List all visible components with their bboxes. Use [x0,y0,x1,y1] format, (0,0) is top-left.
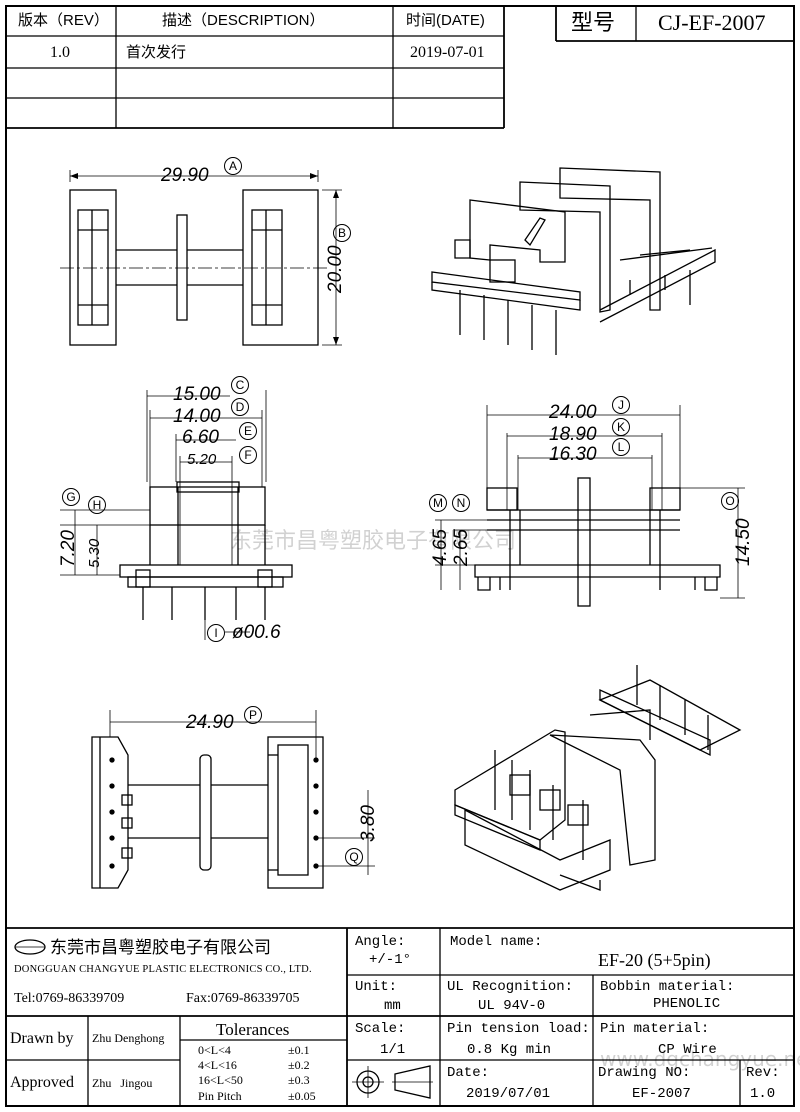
ul-label: UL Recognition: [447,979,574,995]
dim-k-letter: K [612,418,630,436]
dim-p-letter: P [244,706,262,724]
tolerance-range-1: 0<L<4 [198,1043,231,1057]
dim-i-letter: I [207,624,225,642]
description-header: 描述（DESCRIPTION） [162,12,325,29]
dim-c-letter: C [231,376,249,394]
dim-m-letter: M [429,494,447,512]
company-fax: Fax:0769-86339705 [186,991,300,1006]
top-view [60,170,342,346]
rev-row-1-date: 2019-07-01 [410,44,485,61]
pin-material-label: Pin material: [600,1021,710,1037]
unit-value: mm [384,998,401,1014]
dim-g-letter: G [62,488,80,506]
drawing-no-label: Drawing NO: [598,1065,691,1081]
company-name-cn: 东莞市昌粤塑胶电子有限公司 [50,938,271,957]
dim-j-letter: J [612,396,630,414]
rev-header: 版本（REV） [18,12,109,29]
tolerance-value-4: ±0.05 [288,1089,316,1103]
watermark-center: 东莞市昌粤塑胶电子有限公司 [230,529,517,554]
tolerances-label: Tolerances [216,1020,290,1039]
dim-d-value: 14.00 [173,406,221,427]
rev-value: 1.0 [750,1086,776,1102]
drawing-no-value: EF-2007 [632,1086,691,1102]
front-view [60,390,293,640]
model-name-value: EF-20 (5+5pin) [598,950,711,970]
tolerance-value-2: ±0.2 [288,1058,310,1072]
unit-label: Unit: [355,979,398,995]
model-value: CJ-EF-2007 [658,10,766,35]
dim-d-letter: D [231,398,249,416]
drawn-by-name: Zhu Denghong [92,1031,165,1045]
company-tel: Tel:0769-86339709 [14,991,125,1006]
date-value: 2019/07/01 [466,1086,551,1102]
watermark-corner: www.dgchangyue.net [600,1047,800,1071]
company-name-en: DONGGUAN CHANGYUE PLASTIC ELECTRONICS CO… [14,964,312,975]
approved-name: Zhu Jingou [92,1076,153,1090]
dim-k-value: 18.90 [549,424,597,445]
approved-label: Approved [10,1074,74,1091]
model-box-frame [555,6,794,42]
dim-j-value: 24.00 [549,402,597,423]
bobbin-material-label: Bobbin material: [600,979,735,995]
dim-f-letter: F [239,446,257,464]
dim-g-value: 7.20 [58,530,79,567]
pin-material-value: CP Wire [658,1042,717,1058]
bobbin-material-value: PHENOLIC [653,996,721,1012]
model-name-label: Model name: [450,934,543,950]
model-label: 型号 [571,10,616,35]
dim-o-value: 14.50 [733,518,754,566]
tolerance-value-1: ±0.1 [288,1043,310,1057]
revision-table-grid [6,6,505,129]
dim-q-letter: Q [345,848,363,866]
dim-i-value: ø00.6 [232,622,281,643]
scale-value: 1/1 [380,1042,406,1058]
dim-b-value: 20.00 [325,245,346,293]
angle-label: Angle: [355,934,406,950]
drawn-by-label: Drawn by [10,1030,74,1047]
dim-a-value: 29.90 [161,165,209,186]
bottom-view [91,710,375,889]
rev-row-1-rev: 1.0 [50,44,70,61]
dim-f-value: 5.20 [187,451,217,468]
tolerance-range-4: Pin Pitch [198,1089,242,1103]
pin-tension-value: 0.8 Kg min [467,1042,552,1058]
title-block-grid [6,927,794,1106]
tolerance-range-3: 16<L<50 [198,1073,243,1087]
dim-h-value: 5.30 [86,538,103,568]
dim-n-letter: N [452,494,470,512]
dim-c-value: 15.00 [173,384,221,405]
dim-e-value: 6.60 [182,427,219,448]
rev-row-1-description: 首次发行 [126,44,187,61]
ul-value: UL 94V-0 [478,998,546,1014]
dim-b-letter: B [333,224,351,242]
tolerance-value-3: ±0.3 [288,1073,310,1087]
rev-label: Rev: [746,1065,780,1081]
pin-tension-label: Pin tension load: [447,1021,590,1037]
date-label: Date: [447,1065,490,1081]
dim-h-letter: H [88,496,106,514]
dim-q-value: 3.80 [358,805,379,842]
angle-value: +/-1° [369,952,412,968]
date-header: 时间(DATE) [406,12,485,29]
iso-view-1 [431,167,716,355]
dim-a-letter: A [224,157,242,175]
scale-label: Scale: [355,1021,406,1037]
dim-o-letter: O [721,492,739,510]
dim-e-letter: E [239,422,257,440]
iso-view-2 [454,665,742,891]
tolerance-range-2: 4<L<16 [198,1058,237,1072]
side-view [435,405,745,607]
dim-p-value: 24.90 [186,712,234,733]
dim-l-letter: L [612,438,630,456]
dim-l-value: 16.30 [549,444,597,465]
